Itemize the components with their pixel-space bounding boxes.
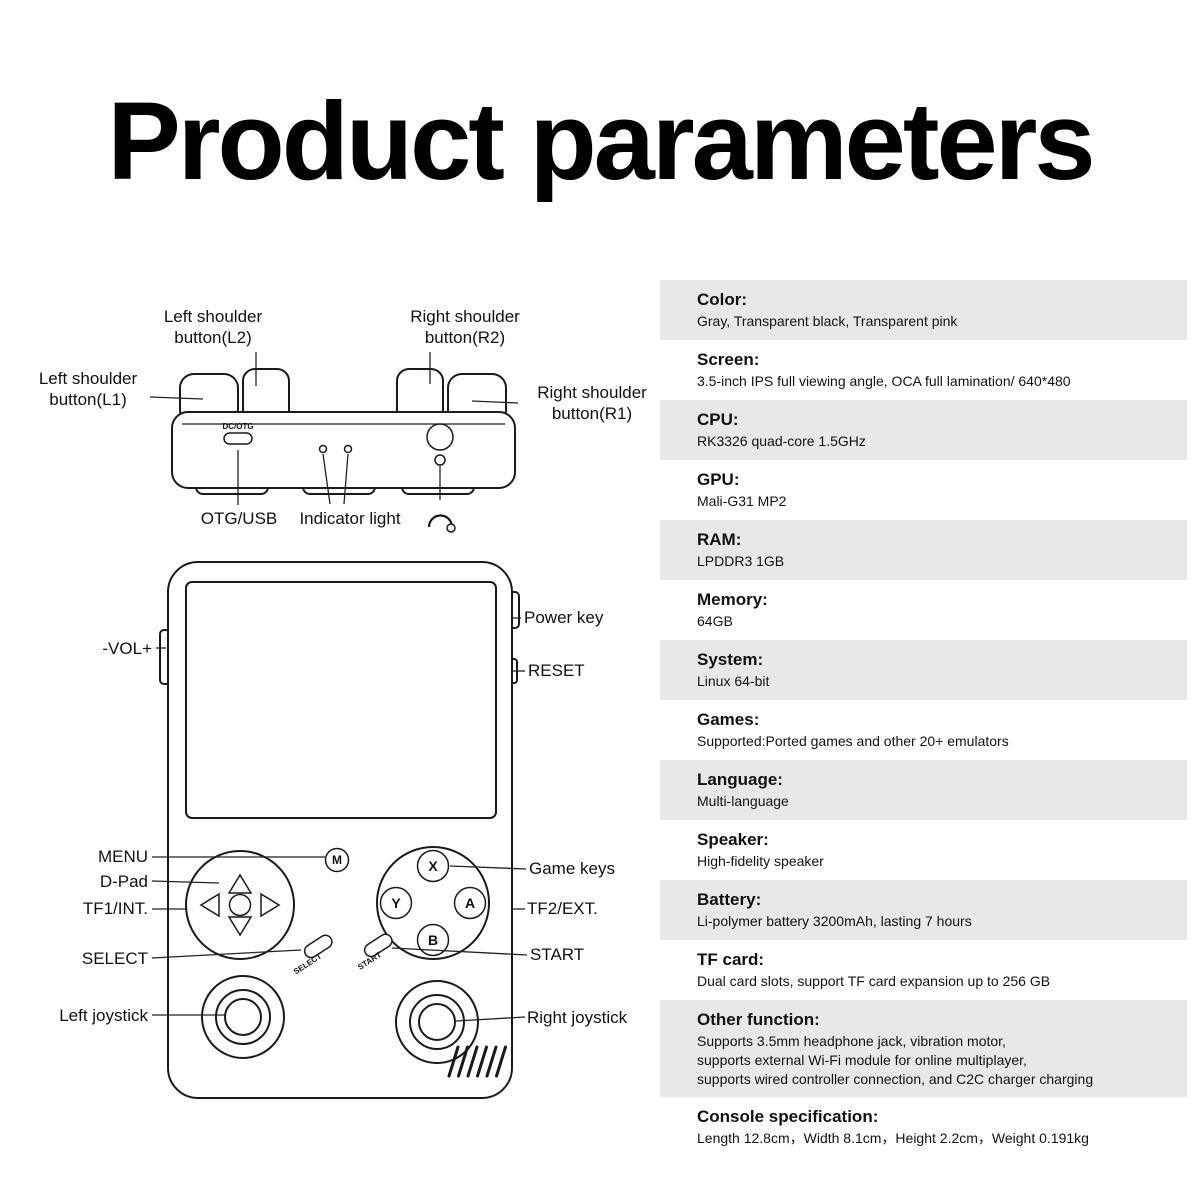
spec-heading: System: xyxy=(697,650,764,669)
dc-otg-print: DC/OTG xyxy=(222,422,253,431)
spec-heading: Speaker: xyxy=(697,830,769,849)
dpad-up-icon xyxy=(227,873,253,894)
spec-value: Dual card slots, support TF card expansi… xyxy=(697,973,1051,989)
b-button xyxy=(416,923,450,957)
dpad-down-icon xyxy=(227,916,253,937)
spec-value: Gray, Transparent black, Transparent pin… xyxy=(697,313,958,329)
label-right-joystick: Right joystick xyxy=(527,1008,628,1027)
y-button xyxy=(379,886,413,920)
spec-row-console-specification: Console specification: Length 12.8cm，Wid… xyxy=(660,1097,1187,1157)
m-button-label: M xyxy=(332,853,342,867)
spec-value: 64GB xyxy=(697,613,733,629)
speaker-grille xyxy=(447,1045,507,1078)
label-game-keys: Game keys xyxy=(529,859,615,878)
label-indicator-light: Indicator light xyxy=(299,509,401,528)
page-title: Product parameters xyxy=(107,80,1095,203)
spec-heading: CPU: xyxy=(697,410,739,429)
spec-row-cpu: CPU: RK3326 quad-core 1.5GHz xyxy=(660,400,1187,460)
select-button xyxy=(303,934,333,959)
label-start: START xyxy=(530,945,585,964)
spec-value: Multi-language xyxy=(697,793,789,809)
label-power-key: Power key xyxy=(524,608,604,627)
label-volume: -VOL+ xyxy=(102,639,152,658)
right-joystick xyxy=(395,980,479,1064)
spec-row-ram: RAM: LPDDR3 1GB xyxy=(660,520,1187,580)
spec-heading: GPU: xyxy=(697,470,740,489)
spec-value: Linux 64-bit xyxy=(697,673,770,689)
device-top-view: DC/OTG xyxy=(171,368,516,495)
spec-value: Mali-G31 MP2 xyxy=(697,493,787,509)
spec-value: Supported:Ported games and other 20+ emu… xyxy=(697,733,1009,749)
label-left-shoulder-l2: Left shoulder button(L2) xyxy=(163,307,263,347)
abxy-cluster: X Y A B xyxy=(376,846,490,960)
spec-row-system: System: Linux 64-bit xyxy=(660,640,1187,700)
label-left-joystick: Left joystick xyxy=(59,1006,148,1025)
spec-value: Supports 3.5mm headphone jack, vibration… xyxy=(697,1033,1006,1049)
spec-value: High-fidelity speaker xyxy=(697,853,824,869)
spec-row-speaker: Speaker: High-fidelity speaker xyxy=(660,820,1187,880)
dpad-right-icon xyxy=(260,892,281,918)
x-button-label: X xyxy=(428,858,438,874)
dpad xyxy=(185,850,295,960)
spec-value: 3.5-inch IPS full viewing angle, OCA ful… xyxy=(697,373,1071,389)
spec-row-battery: Battery: Li-polymer battery 3200mAh, las… xyxy=(660,880,1187,940)
label-menu: MENU xyxy=(97,847,148,866)
spec-value: supports wired controller connection, an… xyxy=(697,1071,1094,1087)
headphone-icon xyxy=(427,514,456,533)
spec-heading: Console specification: xyxy=(697,1107,879,1126)
spec-row-color: Color: Gray, Transparent black, Transpar… xyxy=(660,280,1187,340)
mic-hole xyxy=(434,454,446,466)
headphone-jack xyxy=(426,423,454,451)
spec-value: LPDDR3 1GB xyxy=(697,553,785,569)
spec-panel: Color: Gray, Transparent black, Transpar… xyxy=(660,280,1187,1157)
screen xyxy=(185,581,497,819)
indicator-led xyxy=(343,444,353,454)
label-left-shoulder-l1: Left shoulder button(L1) xyxy=(38,369,138,409)
leader-lines xyxy=(149,352,528,1022)
y-button-label: Y xyxy=(391,895,401,911)
spec-heading: Memory: xyxy=(697,590,768,609)
a-button xyxy=(453,886,487,920)
m-button xyxy=(324,847,350,873)
spec-value: Li-polymer battery 3200mAh, lasting 7 ho… xyxy=(697,913,972,929)
b-button-label: B xyxy=(428,932,438,948)
x-button xyxy=(416,849,450,883)
spec-heading: TF card: xyxy=(697,950,765,969)
spec-row-memory: Memory: 64GB xyxy=(660,580,1187,640)
spec-heading: RAM: xyxy=(697,530,742,549)
usb-c-port xyxy=(223,432,253,445)
spec-heading: Screen: xyxy=(697,350,760,369)
spec-value: Length 12.8cm，Width 8.1cm，Height 2.2cm，W… xyxy=(697,1130,1089,1146)
spec-heading: Language: xyxy=(697,770,783,789)
label-right-shoulder-r1: Right shoulder button(R1) xyxy=(537,383,647,423)
dpad-center xyxy=(228,893,252,917)
a-button-label: A xyxy=(465,895,475,911)
spec-row-gpu: GPU: Mali-G31 MP2 xyxy=(660,460,1187,520)
label-reset: RESET xyxy=(528,661,585,680)
label-select: SELECT xyxy=(81,949,148,968)
indicator-led xyxy=(318,444,328,454)
spec-row-language: Language: Multi-language xyxy=(660,760,1187,820)
spec-row-screen: Screen: 3.5-inch IPS full viewing angle,… xyxy=(660,340,1187,400)
spec-heading: Other function: xyxy=(697,1010,820,1029)
spec-heading: Battery: xyxy=(697,890,762,909)
spec-row-other-function: Other function: Supports 3.5mm headphone… xyxy=(660,1000,1187,1097)
label-otg-usb: OTG/USB xyxy=(200,509,278,528)
label-dpad: D-Pad xyxy=(99,872,148,891)
left-joystick xyxy=(201,975,285,1059)
spec-row-games: Games: Supported:Ported games and other … xyxy=(660,700,1187,760)
spec-heading: Games: xyxy=(697,710,760,729)
label-tf2: TF2/EXT. xyxy=(527,899,598,918)
spec-heading: Color: xyxy=(697,290,748,309)
label-tf1: TF1/INT. xyxy=(82,899,148,918)
spec-value: supports external Wi-Fi module for onlin… xyxy=(697,1052,1027,1068)
spec-value: RK3326 quad-core 1.5GHz xyxy=(697,433,866,449)
start-button xyxy=(363,933,393,958)
spec-row-tf-card: TF card: Dual card slots, support TF car… xyxy=(660,940,1187,1000)
label-right-shoulder-r2: Right shoulder button(R2) xyxy=(410,307,520,347)
device-front-view: M X Y A B SELECT ST xyxy=(159,561,520,1099)
dpad-left-icon xyxy=(199,892,220,918)
